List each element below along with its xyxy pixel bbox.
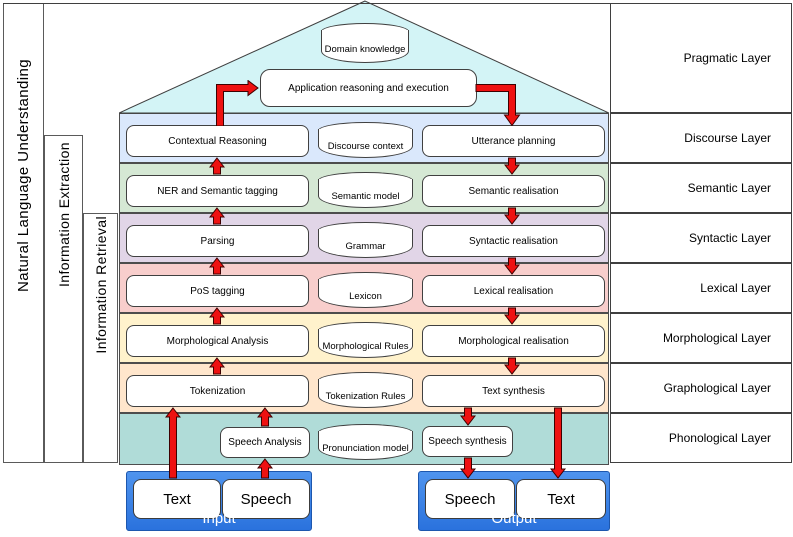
semantic-model-store: Semantic model (318, 172, 413, 208)
pos-tagging-box: PoS tagging (126, 275, 309, 307)
layer-name-lexical: Lexical Layer (610, 263, 792, 313)
up-arrow-icon (209, 257, 225, 275)
tokenization-rules-store: Tokenization Rules (318, 372, 413, 408)
cylinder-body (318, 229, 413, 258)
layer-name-graphological: Graphological Layer (610, 363, 792, 413)
layer-name-morphological: Morphological Layer (610, 313, 792, 363)
grammar-store: Grammar (318, 222, 413, 258)
text-synthesis-box: Text synthesis (422, 375, 605, 407)
input-text-tile: Text (133, 479, 221, 519)
text-synthesis-down-arrow-icon (460, 407, 476, 426)
text-output-down-arrow-icon (550, 407, 566, 479)
nlu-label: Natural Language Understanding (15, 59, 32, 292)
semantic-model-label: Semantic model (331, 190, 400, 202)
ir-scope-box (83, 213, 118, 463)
speech-analysis-up-arrow-icon (257, 407, 273, 427)
tokenization-rules-label: Tokenization Rules (325, 390, 406, 402)
ie-label: Information Extraction (55, 141, 72, 287)
lexicon-store: Lexicon (318, 272, 413, 308)
speech-output-down-arrow-icon (460, 457, 476, 479)
output-text-tile: Text (516, 479, 606, 519)
down-arrow-icon (504, 157, 520, 175)
input-label: Input (202, 510, 236, 527)
ner-semantic-tagging-box: NER and Semantic tagging (126, 175, 309, 207)
up-arrow-icon (209, 357, 225, 375)
top-border-line (3, 3, 792, 4)
cylinder-body (321, 30, 409, 63)
morphological-rules-label: Morphological Rules (322, 340, 409, 352)
domain-knowledge-label: Domain knowledge (324, 43, 406, 55)
layer-name-pragmatic: Pragmatic Layer (610, 3, 792, 113)
morphological-analysis-box: Morphological Analysis (126, 325, 309, 357)
discourse-context-store: Discourse context (318, 122, 413, 158)
grammar-label: Grammar (345, 240, 386, 252)
morphological-realisation-box: Morphological realisation (422, 325, 605, 357)
layer-name-discourse: Discourse Layer (610, 113, 792, 163)
tokenization-box: Tokenization (126, 375, 309, 407)
pronunciation-model-label: Pronunciation model (322, 442, 409, 454)
speech-input-up-arrow-icon (257, 458, 273, 479)
up-arrow-icon (209, 207, 225, 225)
morphological-rules-store: Morphological Rules (318, 322, 413, 358)
down-arrow-icon (504, 207, 520, 225)
speech-synthesis-box: Speech synthesis (422, 426, 513, 457)
contextual-reasoning-box: Contextual Reasoning (126, 125, 309, 157)
down-arrow-icon (504, 307, 520, 325)
parsing-box: Parsing (126, 225, 309, 257)
ir-label: Information Retrieval (92, 216, 109, 354)
cylinder-body (318, 279, 413, 308)
domain-knowledge-store: Domain knowledge (321, 23, 409, 63)
ie-scope-box (44, 135, 83, 463)
lexical-realisation-box: Lexical realisation (422, 275, 605, 307)
lexicon-label: Lexicon (349, 290, 382, 302)
cylinder-body (318, 431, 413, 460)
cylinder-body (318, 329, 413, 358)
cylinder-body (318, 179, 413, 208)
elbow-up-right-arrow-icon (216, 80, 259, 126)
down-arrow-icon (504, 357, 520, 375)
text-input-up-arrow-icon (165, 407, 181, 479)
output-speech-tile: Speech (425, 479, 515, 519)
utterance-planning-box: Utterance planning (422, 125, 605, 157)
input-speech-tile: Speech (222, 479, 310, 519)
application-reasoning-box: Application reasoning and execution (260, 69, 477, 107)
pronunciation-model-store: Pronunciation model (318, 424, 413, 460)
syntactic-realisation-box: Syntactic realisation (422, 225, 605, 257)
cylinder-body (318, 129, 413, 158)
speech-analysis-box: Speech Analysis (220, 427, 310, 458)
semantic-realisation-box: Semantic realisation (422, 175, 605, 207)
output-group: Speech Text Output (418, 471, 610, 531)
up-arrow-icon (209, 157, 225, 175)
layer-name-phonological: Phonological Layer (610, 413, 792, 463)
elbow-right-down-arrow-icon (475, 84, 521, 126)
layer-name-syntactic: Syntactic Layer (610, 213, 792, 263)
cylinder-body (318, 379, 413, 408)
up-arrow-icon (209, 307, 225, 325)
down-arrow-icon (504, 257, 520, 275)
layer-name-semantic: Semantic Layer (610, 163, 792, 213)
input-group: Text Speech Input (126, 471, 312, 531)
discourse-context-label: Discourse context (327, 140, 404, 152)
output-label: Output (491, 510, 537, 527)
